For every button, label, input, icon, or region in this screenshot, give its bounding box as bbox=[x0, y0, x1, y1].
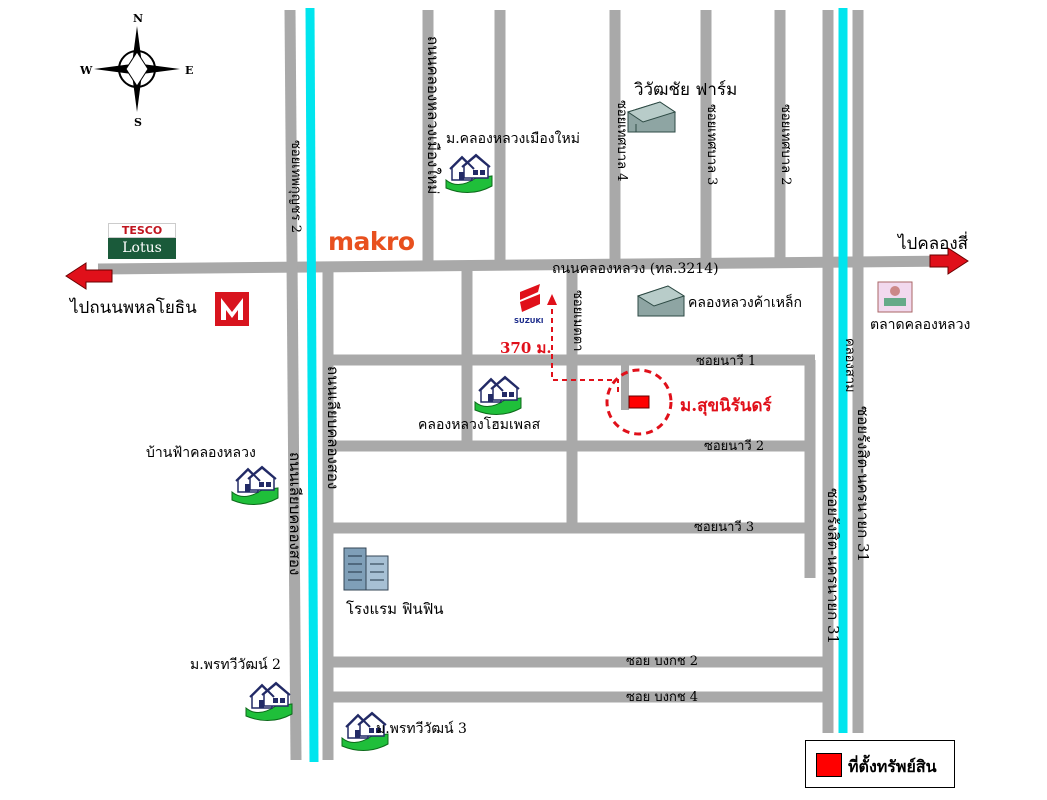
canals bbox=[305, 7, 848, 763]
route-arrow-head bbox=[547, 294, 557, 305]
klong-luang-homeplus-label: คลองหลวงโฮมเพลส bbox=[418, 417, 541, 433]
lotus-label: Lotus bbox=[108, 238, 176, 259]
property-marker bbox=[628, 395, 650, 409]
target-circle bbox=[605, 368, 673, 436]
suzuki-logo-icon bbox=[520, 284, 540, 312]
isuzu-logo-icon bbox=[215, 292, 249, 326]
house-icon bbox=[445, 154, 493, 194]
compass-north: N bbox=[133, 12, 144, 25]
arrow-west bbox=[65, 262, 113, 290]
road-network bbox=[97, 9, 959, 761]
soi-nawi3-label: ซอยนาวี 3 bbox=[694, 520, 755, 535]
canal-klong-song bbox=[305, 7, 319, 763]
liab-klong-song-left-label: ถนนเลียบคลองสอง bbox=[286, 452, 304, 576]
to-klongsi-label: ไปคลองสี่ bbox=[898, 234, 969, 254]
market-icon bbox=[877, 281, 913, 313]
soi-bongkot4-label: ซอย บงกช 4 bbox=[626, 690, 699, 705]
soi-nawi1-label: ซอยนาวี 1 bbox=[696, 354, 757, 369]
legend-label: ที่ตั้งทรัพย์สิน bbox=[848, 757, 937, 776]
road-soi-thepkunchorn2 bbox=[284, 9, 302, 761]
hotel-building-icon bbox=[343, 547, 389, 591]
warehouse-icon bbox=[636, 285, 686, 317]
pornthawee2-label: ม.พรทวีวัฒน์ 2 bbox=[190, 657, 281, 673]
wiwatchai-farm-label: วิวัฒชัย ฟาร์ม bbox=[634, 80, 738, 100]
soi-rangsit-31-a-label: ซอยรังสิต-นครนายก 31 bbox=[854, 406, 872, 563]
legend-swatch bbox=[816, 753, 842, 777]
soi-rangsit-31-b-label: ซอยรังสิต-นครนายก 31 bbox=[824, 488, 842, 645]
soi-thetsaban2-label: ซอยเทศบาล 2 bbox=[778, 104, 793, 186]
compass-south: S bbox=[134, 116, 142, 129]
tesco-lotus-logo: TESCO Lotus bbox=[108, 223, 176, 260]
klong-luang-muang-mai-road-label: ถนนคลองหลวงเมืองใหม่ bbox=[424, 36, 442, 195]
talad-klong-luang-label: ตลาดคลองหลวง bbox=[870, 317, 971, 333]
soi-nawi2-label: ซอยนาวี 2 bbox=[704, 439, 765, 454]
house-icon bbox=[231, 466, 279, 506]
compass-west: W bbox=[80, 64, 93, 77]
distance-label: 370 ม. bbox=[500, 339, 552, 357]
map-legend: ที่ตั้งทรัพย์สิน bbox=[805, 740, 955, 788]
to-phahon-label: ไปถนนพหลโยธิน bbox=[70, 298, 197, 318]
soi-thepkunchorn2-label: ซอยเทพกุญชร 2 bbox=[288, 140, 303, 233]
klong-luang-steel-label: คลองหลวงค้าเหล็ก bbox=[688, 295, 802, 311]
suzuki-label: SUZUKI bbox=[514, 317, 544, 325]
liab-klong-song-inner-label: ถนนเลียบคลองสอง bbox=[324, 366, 342, 490]
compass-east: E bbox=[185, 64, 194, 77]
hotel-finfin-label: โรงแรม ฟินฟิน bbox=[346, 600, 444, 618]
soi-metta-label: ซอยเมตตา bbox=[570, 290, 585, 352]
compass-icon bbox=[94, 26, 180, 112]
house-icon bbox=[474, 376, 522, 416]
moo-klong-luang-mai-label: ม.คลองหลวงเมืองใหม่ bbox=[446, 131, 580, 147]
soi-thetsaban3-label: ซอยเทศบาล 3 bbox=[704, 104, 719, 186]
warehouse-icon bbox=[626, 101, 677, 133]
soi-bongkot2-label: ซอย บงกช 2 bbox=[626, 654, 699, 669]
house-icon bbox=[245, 682, 293, 722]
route-dashed bbox=[551, 300, 619, 393]
target-label: ม.สุขนิรันดร์ bbox=[680, 396, 772, 416]
klong-sam-label: คลองสาม bbox=[842, 338, 857, 393]
arrow-east bbox=[929, 247, 969, 275]
main-road bbox=[97, 255, 959, 275]
main-road-label: ถนนคลองหลวง (ทล.3214) bbox=[552, 261, 719, 277]
baan-fa-label: บ้านฟ้าคลองหลวง bbox=[146, 445, 256, 461]
tesco-label: TESCO bbox=[108, 223, 176, 238]
pornthawee3-label: ม.พรทวีวัฒน์ 3 bbox=[376, 721, 467, 737]
soi-thetsaban4-label: ซอยเทศบาล 4 bbox=[614, 100, 629, 182]
makro-logo: makro bbox=[328, 227, 415, 256]
